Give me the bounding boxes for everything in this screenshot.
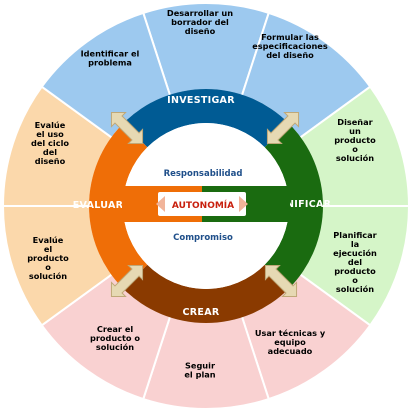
segment-identificar-text-line: Identificar el: [81, 49, 140, 59]
double-arrow-shape: [110, 111, 144, 145]
segment-usar-tecnicas-text-line: adecuado: [268, 346, 313, 356]
segment-usar-tecnicas-text-line: equipo: [274, 337, 306, 347]
double-arrow-shape: [264, 264, 298, 298]
segment-disenar-text-line: Diseñar: [337, 117, 373, 127]
center-label-autonomia: AUTONOMÍA: [172, 199, 234, 211]
double-arrow-shape: [266, 111, 300, 145]
segment-formular-text-line: del diseño: [266, 50, 314, 60]
segment-disenar-text-line: un: [349, 126, 361, 136]
arrow-investigar-planificar-icon: [266, 111, 300, 145]
segment-evalue-uso-text-line: del ciclo: [31, 138, 69, 148]
segment-desarrollar-text-line: Desarrollar un: [167, 8, 233, 18]
segment-evalue-producto-text-line: el: [44, 244, 53, 254]
autonomia-left-arrow-icon: [156, 196, 165, 212]
segment-planificar-ejecucion-text-line: solución: [336, 284, 374, 294]
segment-disenar-text-line: solución: [336, 153, 374, 163]
segment-planificar-ejecucion-text-line: del: [348, 257, 362, 267]
segment-evalue-producto-text-line: Evalúe: [33, 235, 64, 245]
segment-evalue-uso-text-line: diseño: [35, 156, 66, 166]
segment-desarrollar-text-line: diseño: [185, 26, 216, 36]
ring-label-investigar: INVESTIGAR: [167, 95, 235, 106]
segment-crear-producto-text-line: solución: [96, 342, 134, 352]
arrow-crear-evaluar-icon: [110, 264, 144, 298]
double-arrow-shape: [110, 264, 144, 298]
segment-disenar-text-line: o: [352, 144, 358, 154]
ring-label-planificar: PLANIFICAR: [265, 199, 332, 210]
segment-evalue-uso-text-line: el uso: [36, 129, 64, 139]
segment-usar-tecnicas-text-line: Usar técnicas y: [255, 328, 326, 338]
ring-section-crear: [123, 264, 289, 324]
segment-crear-producto-text-line: Crear el: [97, 324, 134, 334]
segment-identificar-text-line: problema: [88, 58, 132, 68]
ring-section-evaluar: [89, 123, 148, 289]
segment-seguir-plan-text-line: Seguir: [185, 361, 216, 371]
autonomia-panel: [158, 192, 246, 216]
segment-planificar-ejecucion-text-line: Planificar: [333, 230, 377, 240]
segment-evalue-producto-text-line: producto: [27, 253, 69, 263]
segment-evalue-uso-text-line: Evalúe: [35, 120, 66, 130]
ring-label-crear: CREAR: [183, 307, 220, 318]
segment-evalue-uso-text-line: del: [43, 147, 57, 157]
ring-section-planificar: [264, 123, 324, 289]
segment-planificar-ejecucion-text-line: la: [351, 239, 359, 249]
center-label-responsabilidad: Responsabilidad: [164, 169, 243, 179]
ring-label-evaluar: EVALUAR: [73, 200, 124, 211]
autonomia-right-arrow-icon: [239, 196, 248, 212]
segment-planificar-ejecucion-text-line: producto: [334, 266, 376, 276]
segment-disenar-text-line: producto: [334, 135, 376, 145]
arrow-evaluar-investigar-icon: [110, 111, 144, 145]
segment-evalue-producto-text-line: solución: [29, 271, 67, 281]
segment-desarrollar-text-line: borrador del: [171, 17, 229, 27]
arrow-planificar-crear-icon: [264, 264, 298, 298]
segment-formular-text-line: Formular las: [261, 32, 319, 42]
center-label-compromiso: Compromiso: [173, 233, 233, 243]
ring-section-investigar: [123, 89, 289, 148]
segment-seguir-plan-text-line: el plan: [184, 370, 215, 380]
middle-ring: INVESTIGAR PLANIFICAR CREAR EVALUAR: [73, 89, 332, 324]
segment-evalue-producto-text-line: o: [45, 262, 51, 272]
segment-formular-text-line: especificaciones: [252, 41, 328, 51]
segment-planificar-ejecucion-text-line: o: [352, 275, 358, 285]
segment-planificar-ejecucion-text-line: ejecución: [333, 248, 377, 258]
segment-crear-producto-text-line: producto o: [90, 333, 140, 343]
transition-arrows: [110, 111, 300, 298]
